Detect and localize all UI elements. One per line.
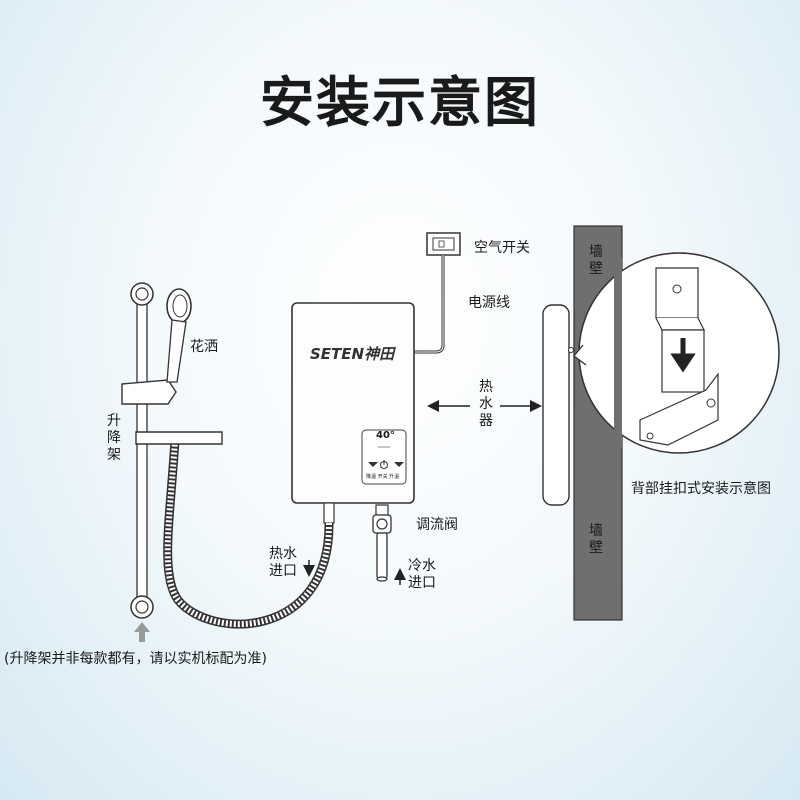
air-switch-icon — [426, 232, 461, 256]
shower-head — [166, 288, 192, 383]
label-power-cord: 电源线 — [468, 295, 510, 311]
up-arrow-icon — [134, 622, 150, 642]
label-cold-inlet: 冷水 进口 — [408, 558, 436, 591]
label-hot-inlet: 热水 进口 — [269, 546, 297, 579]
label-air-switch: 空气开关 — [474, 240, 530, 256]
note-text: (升降架并非每款都有，请以实机标配为准) — [4, 651, 267, 667]
water-heater — [291, 302, 415, 504]
label-valve: 调流阀 — [416, 517, 458, 533]
label-wall-bottom: 墙壁 — [589, 523, 603, 556]
power-cord — [414, 255, 445, 354]
display-temperature: 40° — [376, 430, 395, 441]
label-shower: 花洒 — [190, 339, 218, 355]
page-title: 安装示意图 — [260, 71, 540, 134]
hot-outlet-pipe — [323, 502, 335, 524]
label-lift-rack: 升降架 — [107, 413, 121, 463]
label-wall-top: 墙壁 — [589, 244, 603, 277]
panel-button-labels: 降温 开关 升温 — [366, 474, 400, 480]
back-mount-detail — [568, 252, 780, 454]
lift-rack — [121, 282, 223, 619]
flow-valve — [372, 504, 392, 582]
label-heater: 热水器 — [479, 379, 493, 429]
label-back-mount: 背部挂扣式安装示意图 — [631, 481, 771, 497]
heater-side-view — [542, 304, 570, 506]
brand-logo: SETEN神田 — [310, 345, 395, 363]
